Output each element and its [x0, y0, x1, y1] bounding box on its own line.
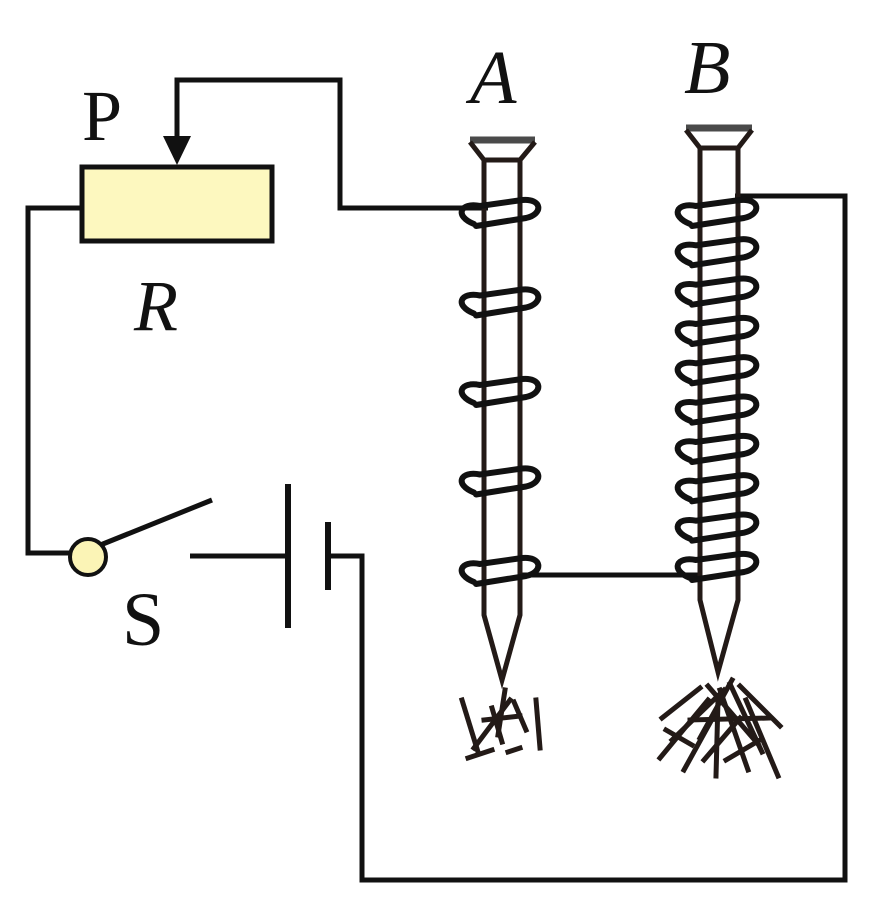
- coil-turn: [674, 432, 760, 465]
- slider-arrowhead: [163, 136, 191, 165]
- coil-turn: [458, 554, 542, 587]
- paper-clip: [736, 682, 784, 730]
- rheostat-body: [79, 164, 275, 244]
- coil-turn: [458, 286, 542, 319]
- nail-b-shank: [697, 148, 741, 682]
- nail-a: A: [458, 36, 543, 762]
- coil-turn: [674, 275, 760, 308]
- nail-b-coil: [674, 196, 760, 583]
- switch-blade: [87, 497, 213, 553]
- wire-resistor-to-switch: [25, 205, 82, 556]
- nail-a-coil: [458, 196, 542, 587]
- paper-clip: [488, 704, 506, 746]
- coil-turn: [674, 354, 760, 387]
- coil-turn: [674, 314, 760, 347]
- paper-clip: [495, 687, 508, 738]
- paper-clip: [713, 697, 721, 779]
- paper-clip: [722, 736, 764, 764]
- coil-turn: [674, 393, 760, 426]
- nail-a-shank: [481, 160, 523, 690]
- coil-turn: [674, 196, 760, 229]
- coil-turn: [458, 196, 542, 229]
- resistor-label: R: [133, 266, 178, 346]
- coil-turn: [458, 375, 542, 408]
- nail-a-label: A: [465, 36, 517, 120]
- slider-label: P: [82, 76, 122, 156]
- nail-b-head: [684, 128, 754, 151]
- coil-turn: [674, 236, 760, 269]
- nail-a-attracted-clips: [458, 687, 543, 762]
- paper-clip: [464, 746, 496, 762]
- coil-turn: [674, 550, 760, 583]
- paper-clip: [481, 713, 523, 723]
- paper-clip: [658, 684, 704, 722]
- paper-clip: [687, 715, 773, 723]
- switch-pivot: [68, 537, 108, 577]
- paper-clip: [662, 726, 696, 749]
- battery: [285, 484, 331, 628]
- nail-b-attracted-clips: [656, 676, 784, 780]
- paper-clip: [504, 744, 524, 756]
- coil-turn: [674, 511, 760, 544]
- paper-clip: [700, 714, 744, 764]
- nail-b-label: B: [684, 26, 730, 110]
- switch: S: [68, 497, 213, 662]
- nail-a-head: [468, 140, 537, 163]
- wire-battery-to-nail-b: [328, 193, 848, 883]
- switch-label: S: [122, 578, 164, 662]
- rheostat: P R: [79, 76, 275, 346]
- nail-b: B: [656, 26, 784, 780]
- paper-clip: [704, 682, 762, 748]
- coil-turn: [458, 465, 542, 498]
- paper-clip: [742, 696, 782, 780]
- coil-turn: [674, 472, 760, 505]
- paper-clip: [533, 697, 543, 751]
